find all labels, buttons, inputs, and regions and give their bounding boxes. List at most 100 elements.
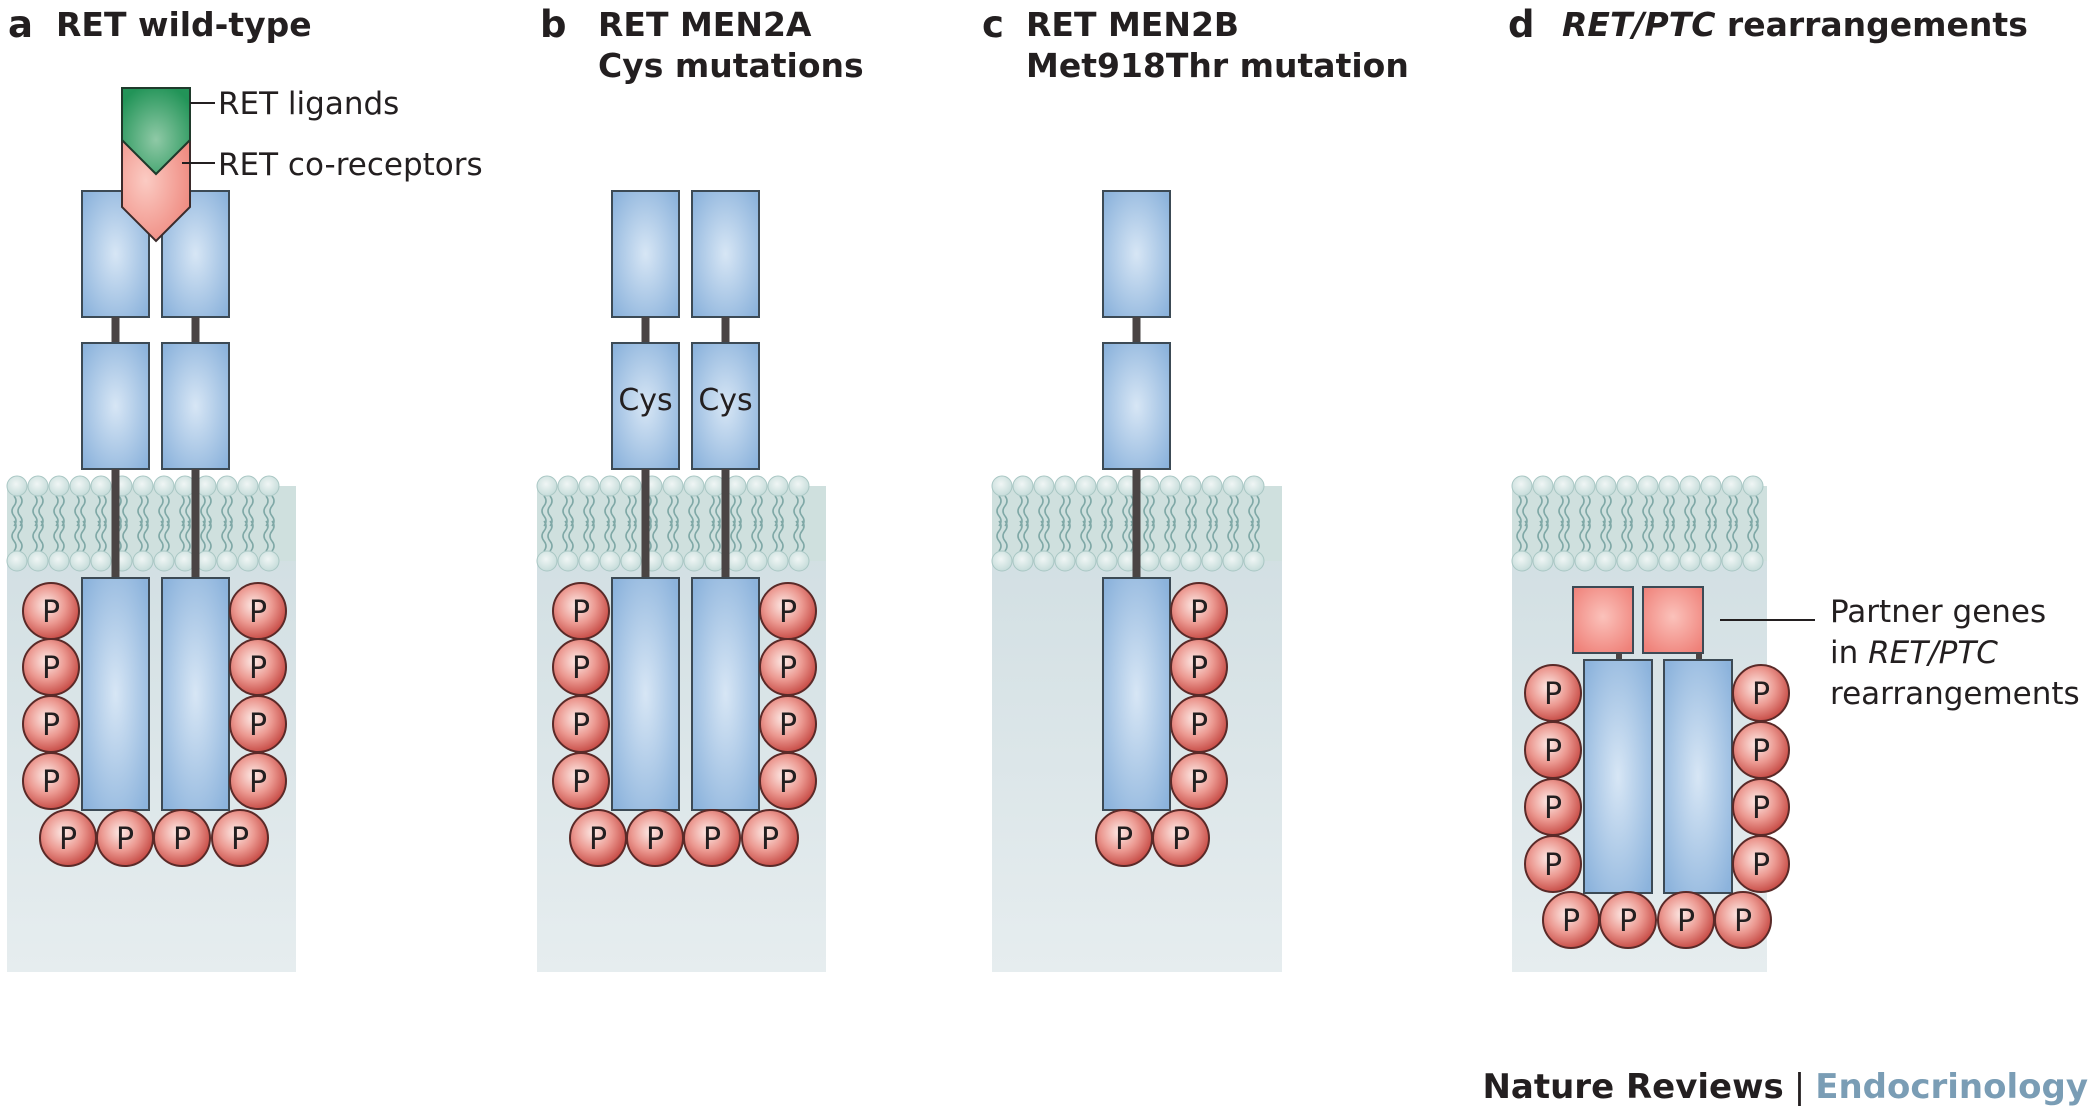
lipid-head — [1721, 475, 1743, 497]
lipid-tail — [1684, 520, 1690, 552]
lipid-tail — [1101, 495, 1107, 527]
kinase-domain-left — [611, 577, 680, 811]
phosphate-group: P — [1524, 778, 1582, 836]
phosphate-label: P — [1752, 734, 1770, 769]
lipid-bilayer — [536, 475, 810, 572]
lipid-head — [1553, 475, 1575, 497]
phosphate-group: P — [39, 809, 97, 867]
lipid-tail — [122, 495, 128, 527]
lipid-head — [1054, 475, 1076, 497]
phosphate-group: P — [96, 809, 154, 867]
panel-b-title-line2: Cys mutations — [598, 46, 864, 85]
lipid-tail — [1080, 520, 1086, 552]
transmembrane-linker — [191, 317, 200, 343]
lipid-tail — [200, 520, 206, 552]
lipid-tail — [652, 520, 658, 552]
lipid-tail — [1080, 495, 1086, 527]
panel-d-title-italic: RET/PTC — [1562, 5, 1715, 44]
lipid-tail — [137, 520, 143, 552]
phosphate-circle — [1714, 891, 1772, 949]
lipid-tail — [1621, 520, 1627, 552]
phosphate-group: P — [1657, 891, 1715, 949]
lipid-head — [69, 550, 91, 572]
phosphate-label: P — [59, 822, 77, 857]
lipid-tail — [996, 520, 1002, 552]
lipid-tail — [137, 495, 143, 527]
lipid-tail — [673, 520, 679, 552]
lipid-tail — [562, 520, 568, 552]
lipid-head — [788, 475, 810, 497]
lipid-head — [1075, 475, 1097, 497]
cys-label: Cys — [618, 383, 672, 418]
lipid-tail — [1726, 520, 1732, 552]
phosphate-label: P — [249, 651, 267, 686]
phosphate-circle — [741, 809, 799, 867]
panel-d-title-rest: rearrangements — [1715, 5, 2027, 44]
lipid-head — [767, 475, 789, 497]
lipid-head — [599, 475, 621, 497]
lipid-tail — [179, 520, 185, 552]
phosphate-group: P — [1170, 695, 1228, 753]
lipid-head — [1159, 475, 1181, 497]
lipid-bilayer — [6, 475, 280, 572]
lipid-tail — [631, 520, 637, 552]
panel-a-title: RET wild-type — [56, 5, 312, 44]
lipid-head — [1180, 550, 1202, 572]
partner-genes-label-line1: Partner genes — [1830, 594, 2046, 630]
lipid-tail — [1023, 495, 1029, 527]
lipid-tail — [17, 495, 23, 527]
lipid-head — [557, 475, 579, 497]
lipid-tail — [1648, 495, 1654, 527]
fusion-linker — [1616, 653, 1622, 660]
lipid-tail — [269, 520, 275, 552]
phosphate-label: P — [249, 708, 267, 743]
lipid-head — [1012, 550, 1034, 572]
lipid-tail — [1600, 495, 1606, 527]
phosphate-group: P — [552, 695, 610, 753]
phosphate-group: P — [229, 638, 287, 696]
lipid-tail — [1248, 520, 1254, 552]
lipid-head — [1658, 475, 1680, 497]
extracellular-domain-1-right — [691, 190, 760, 318]
lipid-head — [258, 550, 280, 572]
lipid-tail — [1669, 520, 1675, 552]
lipid-tail — [778, 520, 784, 552]
lipid-head — [6, 475, 28, 497]
lipid-tail — [185, 495, 191, 527]
lipid-tail — [101, 520, 107, 552]
ret-coreceptors-label: RET co-receptors — [218, 147, 483, 183]
phosphate-group: P — [569, 809, 627, 867]
extracellular-domain-2-left — [81, 342, 150, 470]
lipid-tail — [1227, 520, 1233, 552]
transmembrane-linker — [1132, 469, 1141, 578]
lipid-head — [578, 475, 600, 497]
lipid-tail — [59, 520, 65, 552]
lipid-tail — [1059, 520, 1065, 552]
membrane-bilayer — [1512, 486, 1767, 561]
lipid-tail — [1101, 520, 1107, 552]
lipid-tail — [263, 495, 269, 527]
lipid-tail — [1747, 495, 1753, 527]
lipid-tail — [74, 495, 80, 527]
lipid-tail — [221, 495, 227, 527]
lipid-head — [1700, 475, 1722, 497]
lipid-tail — [227, 495, 233, 527]
phosphate-group: P — [741, 809, 799, 867]
phosphate-group: P — [1599, 891, 1657, 949]
phosphate-label: P — [1544, 848, 1562, 883]
phosphate-group: P — [22, 582, 80, 640]
lipid-tail — [1170, 495, 1176, 527]
lipid-tail — [1086, 495, 1092, 527]
lipid-tail — [694, 495, 700, 527]
lipid-tail — [1600, 520, 1606, 552]
lipid-tail — [1212, 520, 1218, 552]
panel-c-title-line2: Met918Thr mutation — [1026, 46, 1409, 85]
lipid-tail — [1065, 495, 1071, 527]
lipid-tail — [730, 495, 736, 527]
lipid-tail — [547, 495, 553, 527]
lipid-tail — [772, 495, 778, 527]
panel-c-letter: c — [982, 3, 1004, 46]
phosphate-group: P — [759, 695, 817, 753]
